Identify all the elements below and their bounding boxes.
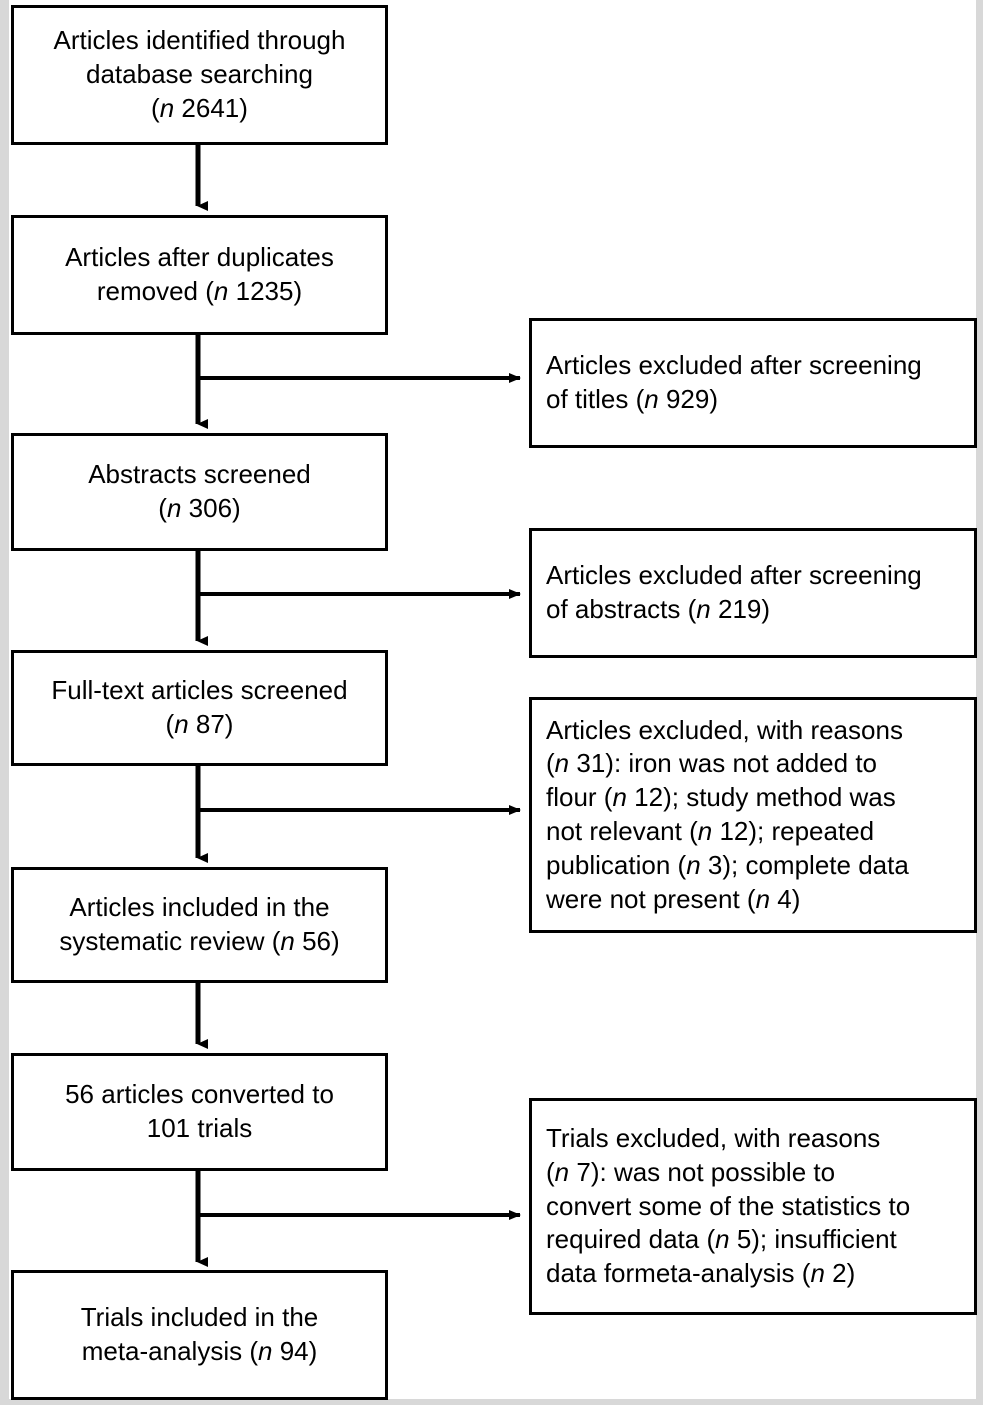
node-articles-converted-to-trials: 56 articles converted to 101 trials — [11, 1053, 388, 1171]
node-articles-included-systematic-review-label: Articles included in the systematic revi… — [59, 892, 340, 956]
node-articles-identified-label: Articles identified through database sea… — [53, 25, 346, 123]
sample-size-symbol: n — [174, 709, 189, 739]
node-excluded-fulltext-with-reasons: Articles excluded, with reasons (n 31): … — [529, 697, 977, 933]
sample-size-symbol: n — [755, 883, 771, 914]
page-margin-right — [976, 0, 983, 1405]
connector-fulltext-to-included — [195, 766, 521, 863]
node-articles-after-duplicates-removed-label: Articles after duplicates removed (n 123… — [65, 242, 334, 306]
sample-size-symbol: n — [696, 594, 711, 624]
node-excluded-fulltext-with-reasons-label: Articles excluded, with reasons (n 31): … — [546, 714, 909, 914]
node-articles-converted-to-trials-label: 56 articles converted to 101 trials — [65, 1079, 334, 1143]
sample-size-symbol: n — [258, 1336, 273, 1366]
sample-size-symbol: n — [612, 782, 627, 813]
node-articles-identified: Articles identified through database sea… — [11, 5, 388, 145]
sample-size-symbol: n — [213, 276, 229, 306]
sample-size-symbol: n — [686, 849, 701, 880]
node-excluded-after-title-screening-label: Articles excluded after screening of tit… — [546, 350, 922, 414]
node-trials-excluded-with-reasons-label: Trials excluded, with reasons (n 7): was… — [546, 1123, 911, 1289]
connector-duplicates-to-abstracts — [195, 335, 521, 429]
sample-size-symbol: n — [166, 493, 182, 523]
sample-size-symbol: n — [715, 1224, 730, 1255]
node-abstracts-screened: Abstracts screened (n 306) — [11, 433, 388, 551]
connector-abstracts-to-fulltext — [195, 551, 521, 646]
node-abstracts-screened-label: Abstracts screened (n 306) — [88, 459, 311, 523]
page-margin-left — [0, 0, 9, 1405]
node-trials-excluded-with-reasons: Trials excluded, with reasons (n 7): was… — [529, 1098, 977, 1315]
node-fulltext-articles-screened: Full-text articles screened (n 87) — [11, 650, 388, 766]
node-excluded-after-abstract-screening-label: Articles excluded after screening of abs… — [546, 560, 922, 624]
sample-size-symbol: n — [810, 1258, 825, 1289]
node-articles-after-duplicates-removed: Articles after duplicates removed (n 123… — [11, 215, 388, 335]
sample-size-symbol: n — [554, 748, 570, 779]
node-articles-included-systematic-review: Articles included in the systematic revi… — [11, 867, 388, 983]
node-trials-included-meta-analysis-label: Trials included in the meta-analysis (n … — [80, 1302, 319, 1366]
connector-converted-to-meta — [195, 1171, 521, 1267]
node-excluded-after-abstract-screening: Articles excluded after screening of abs… — [529, 528, 977, 658]
node-trials-included-meta-analysis: Trials included in the meta-analysis (n … — [11, 1270, 388, 1400]
sample-size-symbol: n — [280, 926, 295, 956]
node-excluded-after-title-screening: Articles excluded after screening of tit… — [529, 318, 977, 448]
sample-size-symbol: n — [554, 1156, 570, 1187]
node-fulltext-articles-screened-label: Full-text articles screened (n 87) — [51, 675, 348, 739]
sample-size-symbol: n — [644, 384, 659, 414]
sample-size-symbol: n — [159, 92, 175, 123]
page-margin-bottom — [0, 1399, 983, 1405]
sample-size-symbol: n — [697, 816, 713, 846]
